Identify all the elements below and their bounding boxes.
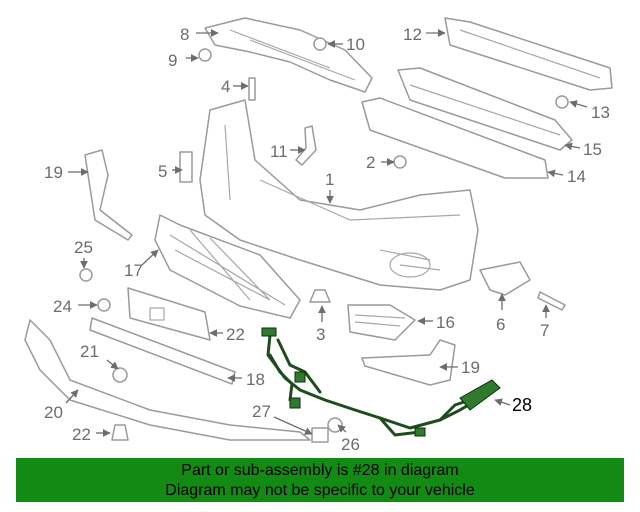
part-19-side-bracket	[84, 149, 133, 241]
callout-19-upper: 19	[44, 163, 63, 182]
part-12-absorber	[444, 17, 613, 91]
callout-9: 9	[168, 51, 177, 70]
part-15-impact-bar	[397, 67, 573, 151]
banner-line-part: Part or sub-assembly is #28 in diagram	[181, 462, 459, 479]
callout-25: 25	[74, 238, 93, 257]
callout-20: 20	[44, 403, 63, 422]
callout-8: 8	[180, 25, 189, 44]
callout-27: 27	[252, 402, 271, 421]
part-19-lower-bracket	[361, 339, 456, 386]
callout-12: 12	[403, 25, 422, 44]
banner-line-disclaimer: Diagram may not be specific to your vehi…	[165, 482, 475, 499]
callout-4: 4	[221, 77, 230, 96]
part-28-wiring-harness	[261, 327, 501, 437]
callout-21: 22	[72, 425, 91, 444]
callout-3: 3	[316, 325, 325, 344]
callout-26: 26	[341, 435, 360, 454]
callout-28: 28	[512, 395, 532, 415]
callout-18: 18	[246, 370, 265, 389]
callout-5: 5	[158, 162, 167, 181]
fasteners	[79, 37, 569, 443]
info-banner: Part or sub-assembly is #28 in diagram D…	[16, 458, 624, 502]
callout-15: 15	[583, 140, 602, 159]
callout-17: 17	[124, 261, 143, 280]
callout-2: 2	[366, 153, 375, 172]
callout-10: 10	[346, 35, 365, 54]
part-6-bracket	[479, 261, 531, 296]
callout-22: 21	[80, 342, 99, 361]
callout-6: 6	[496, 315, 505, 334]
part-1-bumper-cover	[199, 99, 479, 291]
callout-24: 24	[53, 297, 72, 316]
part-20-lower-spoiler	[24, 319, 311, 441]
parts-diagram: 8 9 10 12 4 13 11 15 5 2 1 14 19 25 17 2…	[24, 17, 613, 454]
part-23-license-bracket	[127, 287, 211, 341]
callout-23: 22	[226, 325, 245, 344]
part-18-lower-strip	[89, 317, 236, 385]
callout-14: 14	[567, 167, 586, 186]
part-17-grille	[154, 214, 301, 319]
part-8-upper-bracket	[204, 17, 373, 93]
callout-7: 7	[540, 321, 549, 340]
callout-16: 16	[436, 313, 455, 332]
leader-lines	[65, 29, 588, 437]
callout-19-lower: 19	[461, 358, 480, 377]
callout-1: 1	[325, 170, 334, 189]
callout-13: 13	[591, 103, 610, 122]
part-16-fog-grille	[347, 304, 416, 341]
part-14-reinforcement	[361, 97, 549, 179]
callout-11: 11	[270, 142, 288, 161]
